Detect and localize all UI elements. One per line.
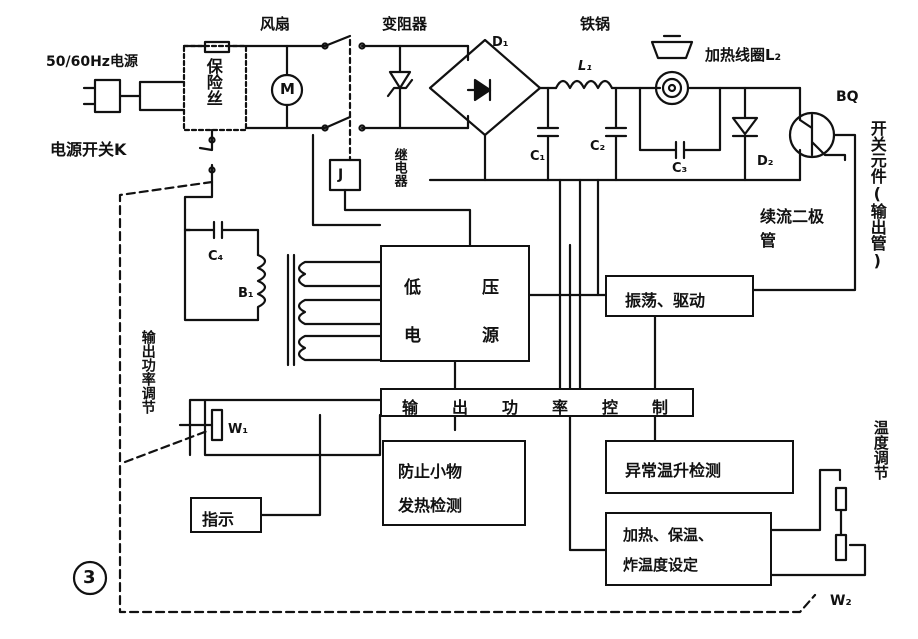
figure-number: 3 xyxy=(83,567,96,588)
freewheel-diode-label: 续流二极管 xyxy=(760,207,825,250)
power-source-label: 50/60Hz电源 xyxy=(46,54,138,70)
low-voltage-supply-box: 低 压 电 源 xyxy=(380,245,530,362)
pot-w1-label: W₁ xyxy=(228,422,249,437)
plug-icon xyxy=(82,78,142,114)
relay-label: 继电器 xyxy=(391,148,407,187)
osc-drive-label: 振荡、驱动 xyxy=(625,291,706,310)
fuse-symbol xyxy=(203,40,231,54)
varistor-symbol xyxy=(386,44,414,130)
temp-adjust-label: 温度调节 xyxy=(871,420,890,480)
heating-coil-label: 加热线圈L₂ xyxy=(705,46,782,64)
wok-label: 铁锅 xyxy=(580,15,611,33)
pot-w2-label: W₂ xyxy=(830,593,852,609)
lv-supply-char-4: 源 xyxy=(482,326,499,346)
cap-c2-label: C₂ xyxy=(590,139,606,154)
fan-label: 风扇 xyxy=(260,15,291,33)
transistor-label: BQ xyxy=(836,89,859,105)
power-control-char-4: 率 xyxy=(552,398,569,417)
cap-c4-label: C₄ xyxy=(208,249,224,264)
wok-symbol xyxy=(650,34,694,60)
power-control-char-3: 功 xyxy=(502,398,519,417)
power-control-char-1: 输 xyxy=(402,398,419,417)
abnormal-temp-box: 异常温升检测 xyxy=(605,440,794,494)
cap-c3-label: C₃ xyxy=(672,161,688,176)
abnormal-temp-label: 异常温升检测 xyxy=(625,461,722,480)
motor-label: M xyxy=(280,80,295,98)
output-adjust-label: 输出功率调节 xyxy=(139,330,156,414)
power-control-char-6: 制 xyxy=(652,398,669,417)
lv-supply-char-3: 电 xyxy=(404,326,421,346)
cap-c1-label: C₁ xyxy=(530,149,546,164)
power-control-char-2: 出 xyxy=(452,398,469,417)
indicator-label: 指示 xyxy=(202,510,235,529)
small-object-detect-box: 防止小物 发热检测 xyxy=(382,440,526,526)
lv-supply-char-1: 低 xyxy=(404,278,421,298)
small-object-line-2: 发热检测 xyxy=(398,496,463,515)
oscillation-drive-box: 振荡、驱动 xyxy=(605,275,754,317)
power-control-box: 输 出 功 率 控 制 xyxy=(380,388,694,417)
inductor-l1 xyxy=(554,79,614,90)
fuse-label: 保险丝 xyxy=(203,58,223,106)
rectifier-label: D₁ xyxy=(492,35,509,50)
relay-box-label: J xyxy=(338,167,344,183)
power-switch-label: 电源开关K xyxy=(50,140,127,159)
diode-d2-label: D₂ xyxy=(757,154,774,169)
heat-settings-box: 加热、保温、 炸温度设定 xyxy=(605,512,772,586)
power-control-char-5: 控 xyxy=(602,398,619,417)
small-object-line-1: 防止小物 xyxy=(398,462,463,481)
inductor-label: L₁ xyxy=(578,59,592,74)
heat-settings-line-2: 炸温度设定 xyxy=(623,556,699,574)
varistor-label: 变阻器 xyxy=(382,15,428,33)
diode-d2 xyxy=(731,86,759,182)
transformer-label: B₁ xyxy=(238,286,254,301)
indicator-box: 指示 xyxy=(190,497,262,533)
switch-element-label: 开关元件(输出管) xyxy=(867,120,887,270)
lv-supply-char-2: 压 xyxy=(482,278,499,298)
heat-settings-line-1: 加热、保温、 xyxy=(623,526,714,544)
